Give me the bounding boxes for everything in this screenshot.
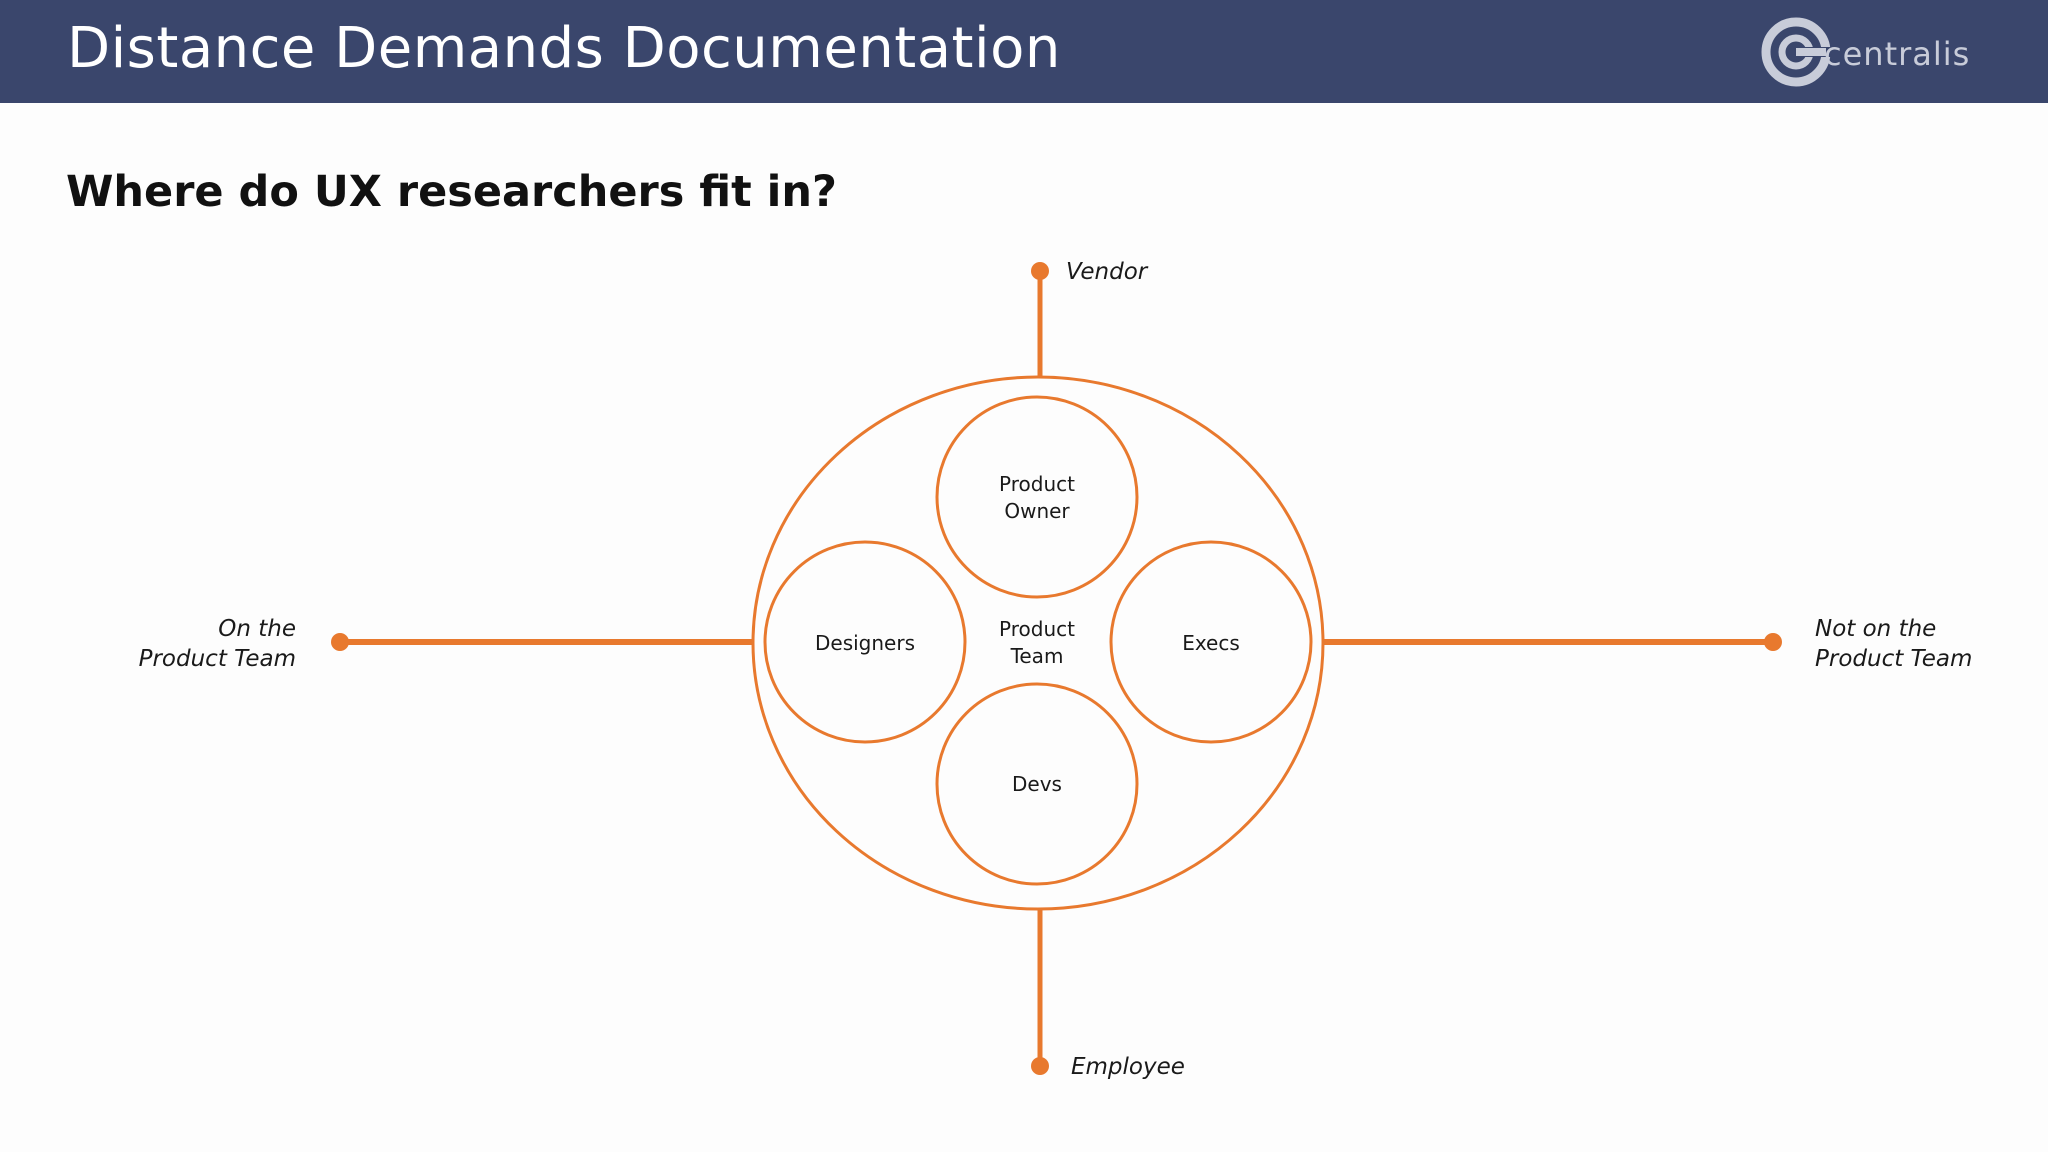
axis-label-bottom: Employee	[1071, 1054, 1185, 1080]
product-team-ellipse	[751, 375, 1325, 911]
node-label-designers: Designers	[815, 631, 915, 655]
axis-dot-right	[1764, 633, 1782, 651]
header-bar: Distance Demands Documentation centralis	[0, 0, 2048, 103]
logo-text: centralis	[1824, 35, 1971, 73]
axis-dot-bottom	[1031, 1057, 1049, 1075]
node-label-execs: Execs	[1182, 631, 1240, 655]
axis-label-left-line2: Product Team	[139, 646, 296, 672]
axis-dot-left	[331, 633, 349, 651]
centralis-logo-icon	[1761, 17, 1832, 87]
node-label-product-owner-line1: Product	[999, 472, 1075, 496]
node-label-product-owner-line2: Owner	[1004, 499, 1070, 523]
axis-dot-top	[1031, 262, 1049, 280]
axis-label-right-line1: Not on the	[1815, 616, 1936, 642]
node-label-devs: Devs	[1012, 772, 1062, 796]
axis-label-left-line1: On the	[218, 616, 296, 642]
centralis-logo: centralis	[1760, 16, 1990, 88]
page-title: Distance Demands Documentation	[67, 16, 1061, 81]
axis-label-top: Vendor	[1066, 259, 1149, 285]
slide-heading: Where do UX researchers fit in?	[66, 167, 837, 217]
center-label-line2: Team	[1010, 644, 1064, 668]
node-circle-execs	[1109, 540, 1313, 744]
node-circle-designers	[763, 540, 967, 744]
axis-label-right-line2: Product Team	[1815, 646, 1972, 672]
node-circle-devs	[935, 682, 1139, 886]
node-circle-product-owner	[935, 395, 1139, 599]
center-label-line1: Product	[999, 617, 1075, 641]
